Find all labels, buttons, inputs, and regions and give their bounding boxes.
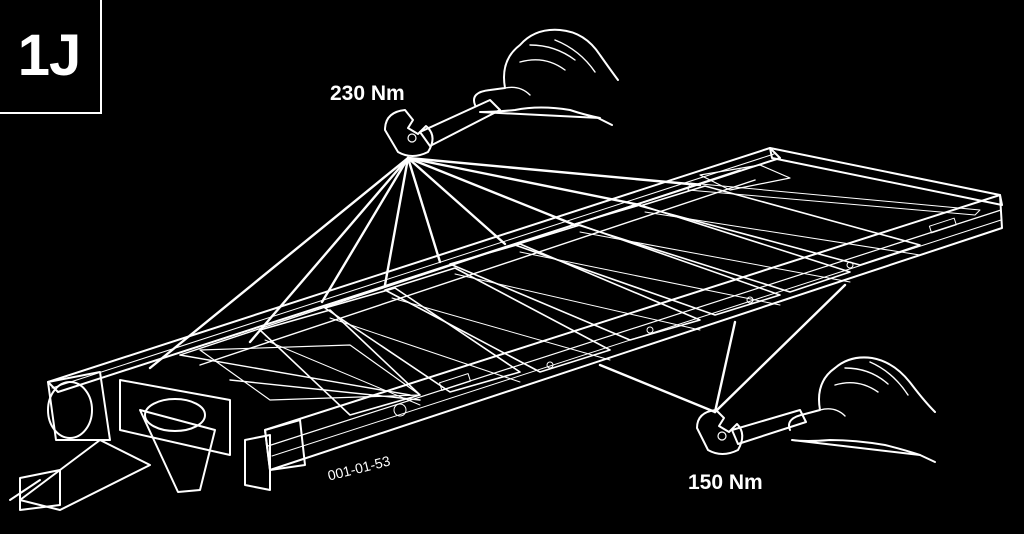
step-label: 1J bbox=[17, 22, 82, 88]
lower-leader-lines bbox=[598, 283, 847, 414]
upper-torque-label: 230 Nm bbox=[330, 82, 405, 105]
wrench-icon bbox=[696, 409, 807, 455]
step-badge: 1J bbox=[0, 0, 102, 114]
rail-holes bbox=[393, 217, 957, 417]
inner-frame bbox=[179, 169, 756, 401]
right-side-rail bbox=[264, 194, 1003, 471]
drawbar-assembly bbox=[9, 371, 306, 511]
rear-cross-member bbox=[687, 147, 1003, 216]
upper-leader-lines bbox=[148, 156, 702, 370]
lower-torque-label: 150 Nm bbox=[688, 471, 763, 494]
cross-members bbox=[259, 185, 921, 416]
wrench-icon bbox=[384, 99, 501, 157]
hand-icon bbox=[473, 28, 619, 126]
hand-icon bbox=[788, 356, 936, 463]
left-side-rail bbox=[47, 147, 781, 393]
